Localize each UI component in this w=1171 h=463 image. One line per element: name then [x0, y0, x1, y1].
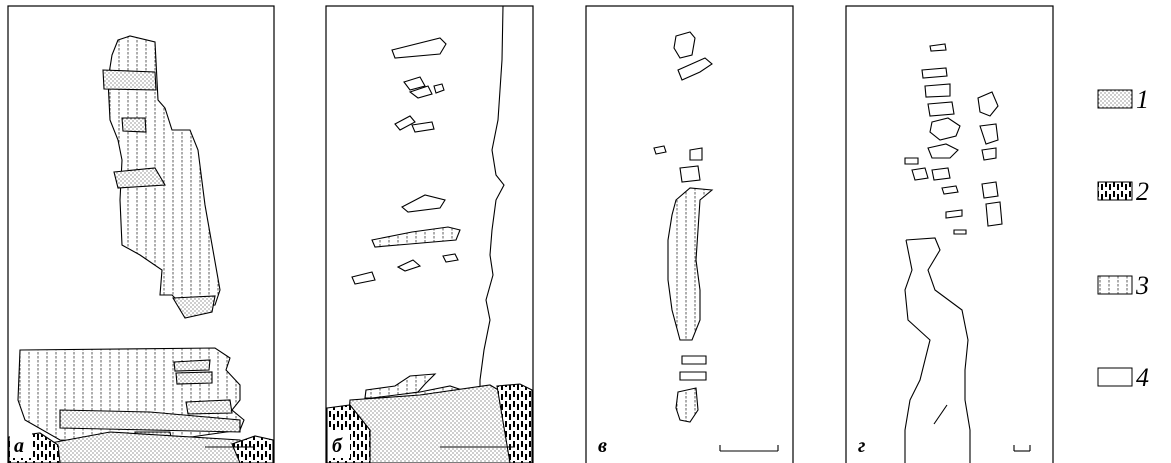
- panel-c-frag-4: [689, 147, 703, 161]
- legend-label-1: 1: [1136, 85, 1149, 114]
- panel-d-frag-12: [953, 229, 967, 235]
- panel-a-label: а: [14, 435, 24, 457]
- panel-d-frag-10: [941, 185, 959, 195]
- panel-b-frag-11: [442, 253, 459, 263]
- panel-a-dot-band-3: [113, 167, 166, 189]
- panel-c-label: в: [598, 435, 607, 457]
- legend-item-3: 3: [1097, 271, 1149, 300]
- panel-d-frag-2: [921, 67, 948, 79]
- legend-swatch-dense-dashes: [1097, 181, 1133, 201]
- panel-a-dot-band-8: [59, 409, 241, 433]
- panel-b-frag-5: [394, 115, 416, 131]
- panel-b-frag-8: [371, 226, 461, 248]
- panel-d-orientation-tick: [933, 404, 948, 425]
- panel-d-frag-14: [979, 123, 999, 145]
- panel-b: б: [325, 5, 534, 463]
- panel-d-label: г: [858, 435, 865, 457]
- panel-d-frame: [845, 5, 1054, 463]
- panel-d-frag-17: [985, 201, 1003, 227]
- panel-c-frag-1: [673, 31, 696, 59]
- panel-d-frag-1: [929, 43, 947, 52]
- panel-d: г: [845, 5, 1054, 463]
- panel-b-right-dash-block: [496, 383, 533, 463]
- panel-b-frag-1: [391, 37, 447, 59]
- legend-label-4: 4: [1136, 363, 1149, 392]
- panel-d-frag-8: [911, 167, 929, 181]
- panel-c-frag-2: [677, 57, 713, 81]
- panel-c-frag-8: [675, 387, 699, 423]
- panel-d-frag-3: [924, 83, 951, 98]
- panel-a-dot-band-7: [185, 399, 233, 415]
- panel-b-frag-7: [401, 194, 446, 213]
- panel-c-frag-6: [681, 355, 707, 365]
- legend-swatch-vertical-dotted: [1097, 275, 1133, 295]
- panel-b-frag-10: [396, 259, 422, 272]
- legend-swatch-empty: [1097, 367, 1133, 387]
- panel-d-frag-9: [931, 167, 951, 181]
- panel-c-frag-7: [679, 371, 707, 381]
- panel-b-frag-6: [411, 121, 435, 133]
- panel-b-frag-4: [433, 83, 445, 94]
- panel-b-frag-9: [351, 271, 376, 285]
- panel-d-frag-15: [981, 147, 997, 161]
- panel-a: а: [7, 5, 275, 463]
- panel-d-frag-5: [929, 117, 961, 141]
- panel-a-right-dash-block: [231, 435, 274, 463]
- panel-d-frag-6: [927, 143, 959, 159]
- panel-d-frag-4: [927, 101, 955, 117]
- panel-d-frag-11: [945, 209, 963, 219]
- panel-c-frag-5: [679, 165, 701, 183]
- panel-c-frag-3: [653, 145, 667, 155]
- panel-c-main-strip: [667, 187, 714, 341]
- panel-b-label: б: [332, 435, 343, 457]
- panel-a-dot-band-1: [102, 69, 157, 91]
- legend-item-4: 4: [1097, 363, 1149, 392]
- panel-d-frag-7: [904, 157, 919, 165]
- panel-a-dot-band-2: [121, 117, 147, 133]
- legend-swatch-fine-dots: [1097, 89, 1133, 109]
- panel-a-dot-band-6: [175, 371, 213, 385]
- legend-item-2: 2: [1097, 177, 1149, 206]
- legend: 1 2 3 4: [1097, 85, 1149, 392]
- panel-b-frag-3: [408, 85, 433, 99]
- panel-a-dot-band-5: [173, 359, 211, 372]
- panel-b-label-bg: [328, 430, 350, 458]
- panel-a-dot-band-4: [172, 295, 216, 319]
- panel-d-large-body: [904, 237, 971, 463]
- panel-d-frag-16: [981, 181, 999, 199]
- panel-c: в: [585, 5, 794, 463]
- panel-b-frag-2: [403, 76, 426, 91]
- legend-label-2: 2: [1136, 177, 1149, 206]
- legend-item-1: 1: [1097, 85, 1149, 114]
- panel-b-wavy-boundary: [479, 5, 505, 421]
- legend-label-3: 3: [1135, 271, 1149, 300]
- panel-d-frag-13: [977, 91, 999, 117]
- panel-a-label-bg: [10, 430, 32, 458]
